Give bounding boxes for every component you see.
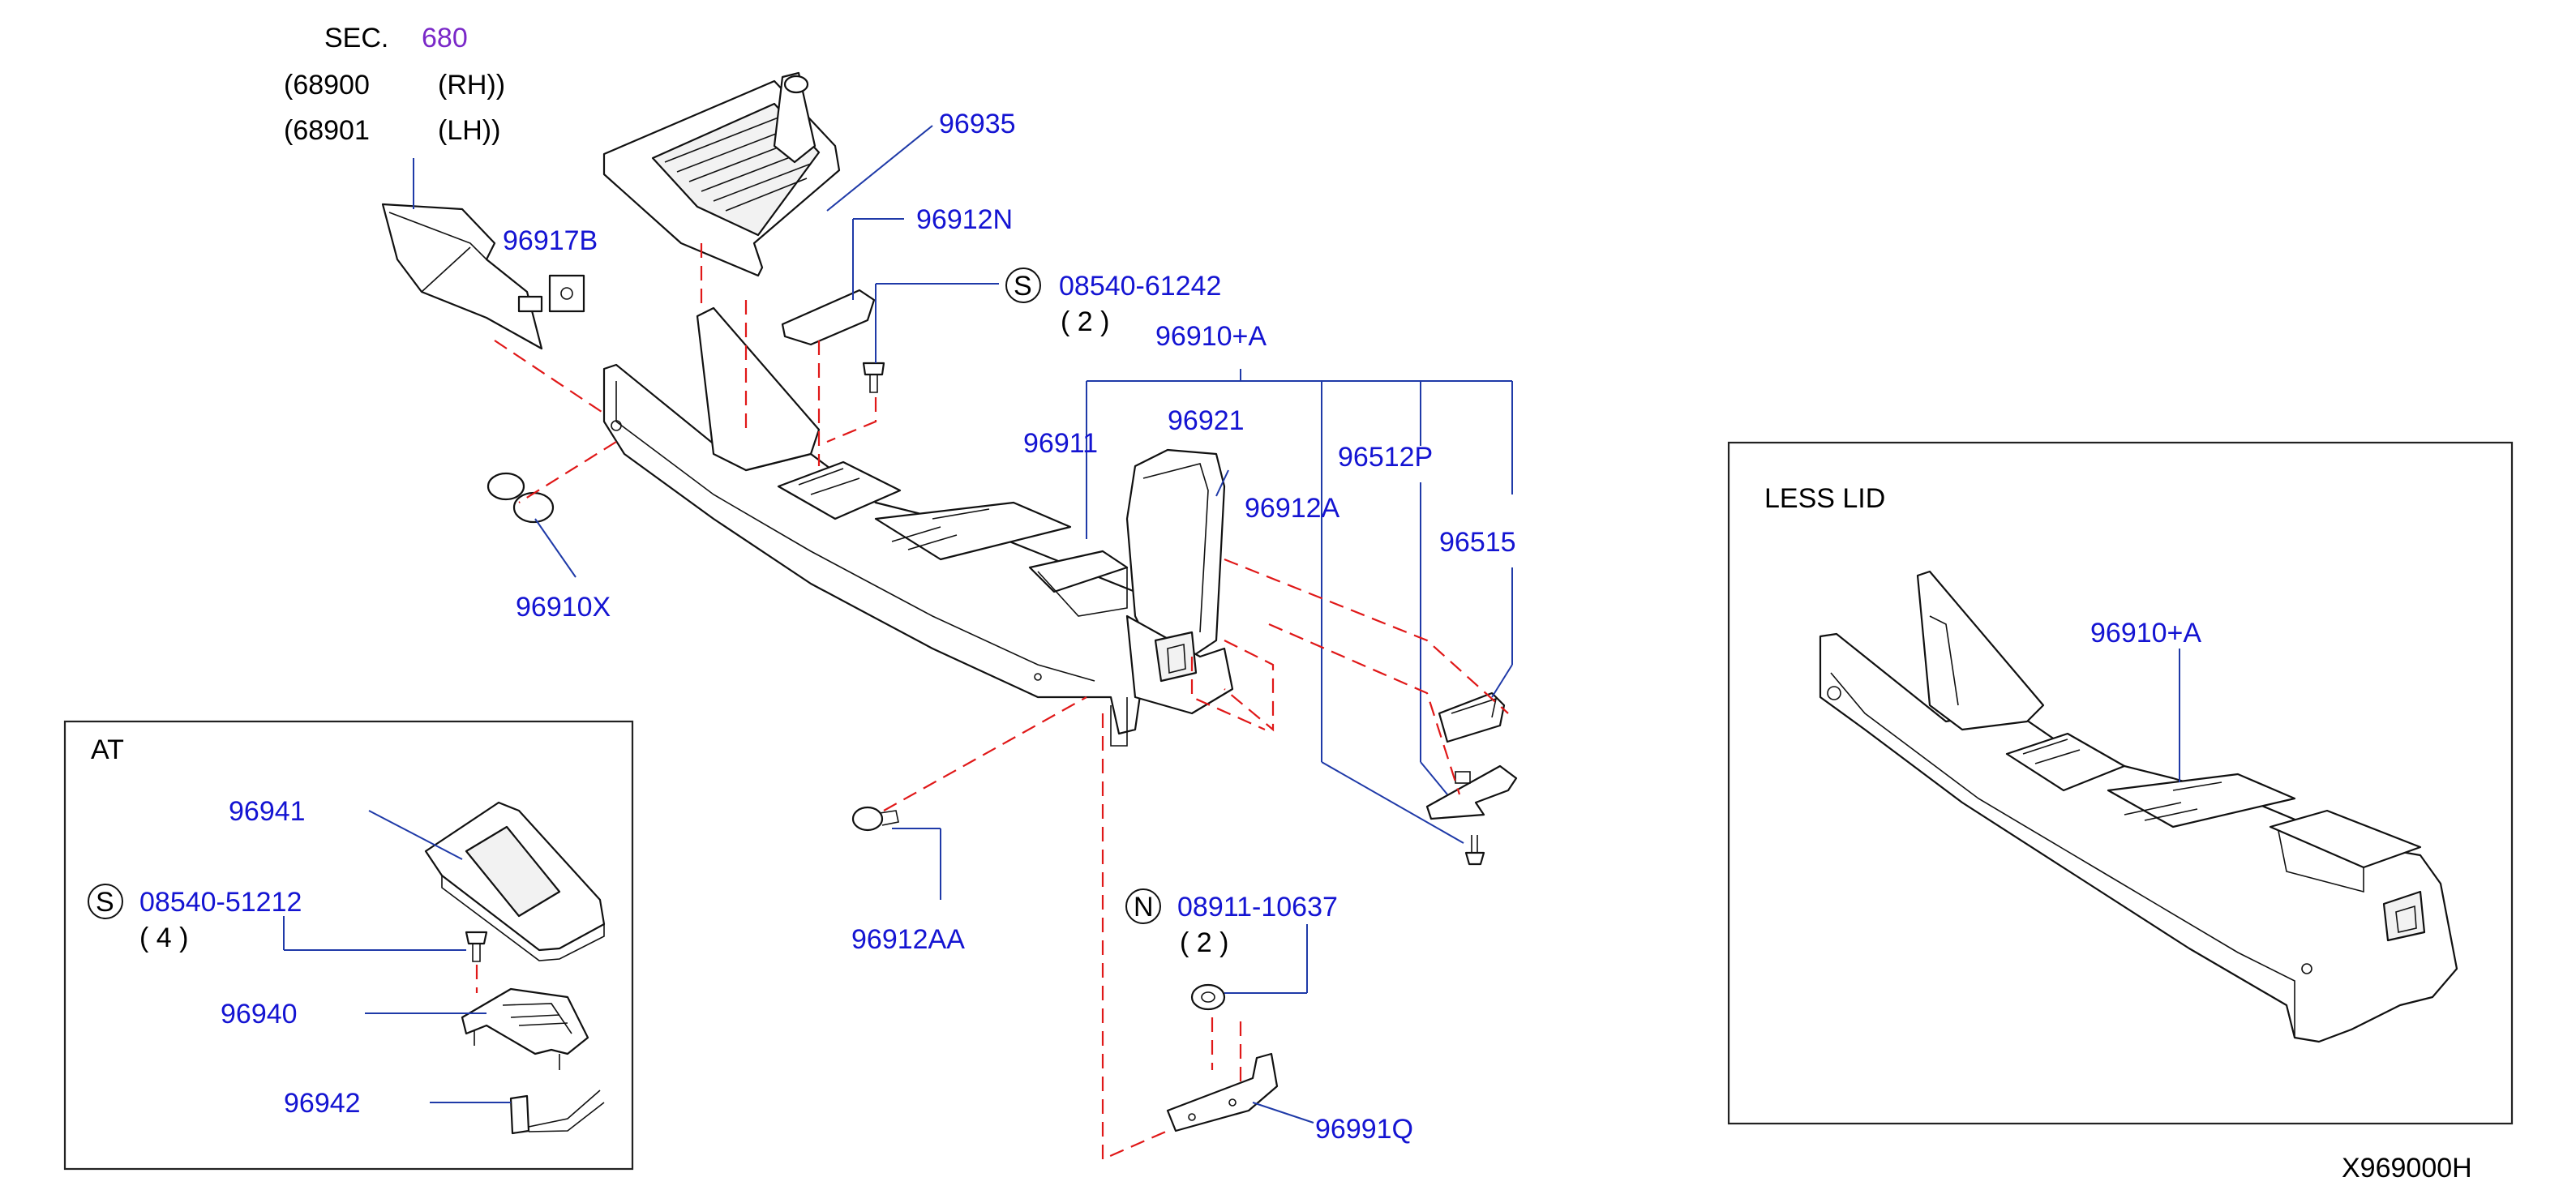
callout-96912AA[interactable]: 96912AA	[851, 924, 965, 955]
callout-08911-10637[interactable]: 08911-10637	[1177, 892, 1338, 923]
diagram-code: X969000H	[2342, 1153, 2472, 1184]
pocket-96515	[1438, 664, 1513, 743]
cover-96912N	[781, 218, 904, 346]
sec-lh-side: (LH))	[438, 115, 500, 146]
callout-96912N[interactable]: 96912N	[916, 204, 1013, 235]
bolt-symbol-circle	[1005, 268, 1041, 303]
clip-near-finisher	[517, 295, 543, 313]
center-console-body	[602, 306, 1234, 747]
nut-symbol-n: N	[1134, 892, 1154, 923]
screw-08540-61242	[862, 283, 999, 393]
nut-08911-10637	[1190, 924, 1308, 1011]
bracket-96512P	[1420, 761, 1518, 820]
hidden-lines	[494, 243, 1509, 1161]
callout-96515[interactable]: 96515	[1439, 527, 1516, 558]
sec-label: SEC.	[324, 23, 388, 54]
callout-96941[interactable]: 96941	[229, 796, 306, 827]
nut-symbol-circle	[1125, 888, 1161, 924]
nut-qty: ( 2 )	[1180, 927, 1228, 958]
less-lid-inset: LESS LID 96910+A	[1727, 441, 2514, 1125]
section-reference: SEC. 680 (68900 (RH)) (68901 (LH))	[284, 23, 505, 146]
shift-boot-96935	[602, 71, 933, 277]
side-finisher-part	[381, 158, 543, 350]
callout-96512P[interactable]: 96512P	[1338, 442, 1433, 473]
callout-96935[interactable]: 96935	[939, 109, 1016, 139]
callout-96910X[interactable]: 96910X	[516, 592, 611, 623]
sec-rh-side: (RH))	[438, 70, 505, 101]
clip-96912AA	[851, 806, 941, 900]
bracket-96991Q	[1166, 1052, 1314, 1132]
sec-number-link[interactable]: 680	[422, 23, 468, 54]
callout-96921[interactable]: 96921	[1168, 405, 1245, 436]
grommet-96910X	[486, 472, 576, 578]
less-lid-inset-frame	[1727, 441, 2514, 1125]
callout-96940[interactable]: 96940	[221, 999, 298, 1030]
at-bolt-qty: ( 4 )	[139, 923, 188, 953]
bracket-96910A	[1086, 369, 1513, 844]
callout-96991Q[interactable]: 96991Q	[1315, 1114, 1413, 1145]
sec-rh-code: (68900	[284, 70, 370, 101]
part-callouts: 96935 96912N 96917B S 08540-61242 ( 2 ) …	[503, 109, 1516, 1145]
clip-96917B	[548, 274, 585, 313]
bolt-qty: ( 2 )	[1061, 306, 1109, 337]
callout-96911[interactable]: 96911	[1023, 428, 1098, 459]
callout-96942[interactable]: 96942	[284, 1088, 361, 1119]
at-bolt-symbol-s: S	[96, 887, 114, 918]
callout-less-lid-96910A[interactable]: 96910+A	[2090, 618, 2201, 649]
at-inset-title: AT	[91, 734, 124, 765]
callout-96917B[interactable]: 96917B	[503, 225, 598, 256]
sec-lh-code: (68901	[284, 115, 370, 146]
screw-96912A	[1464, 835, 1485, 866]
bolt-symbol-s: S	[1014, 271, 1032, 302]
at-bolt-symbol-circle	[88, 884, 123, 919]
callout-08540-51212[interactable]: 08540-51212	[139, 887, 302, 918]
less-lid-title: LESS LID	[1764, 483, 1885, 514]
at-inset-frame	[63, 720, 634, 1171]
at-inset: AT 96941 S 08540-51212 ( 4 ) 96940 96942	[63, 720, 634, 1171]
callout-96910A[interactable]: 96910+A	[1155, 321, 1267, 352]
callout-96912A[interactable]: 96912A	[1245, 493, 1340, 524]
callout-08540-61242[interactable]: 08540-61242	[1059, 271, 1221, 302]
